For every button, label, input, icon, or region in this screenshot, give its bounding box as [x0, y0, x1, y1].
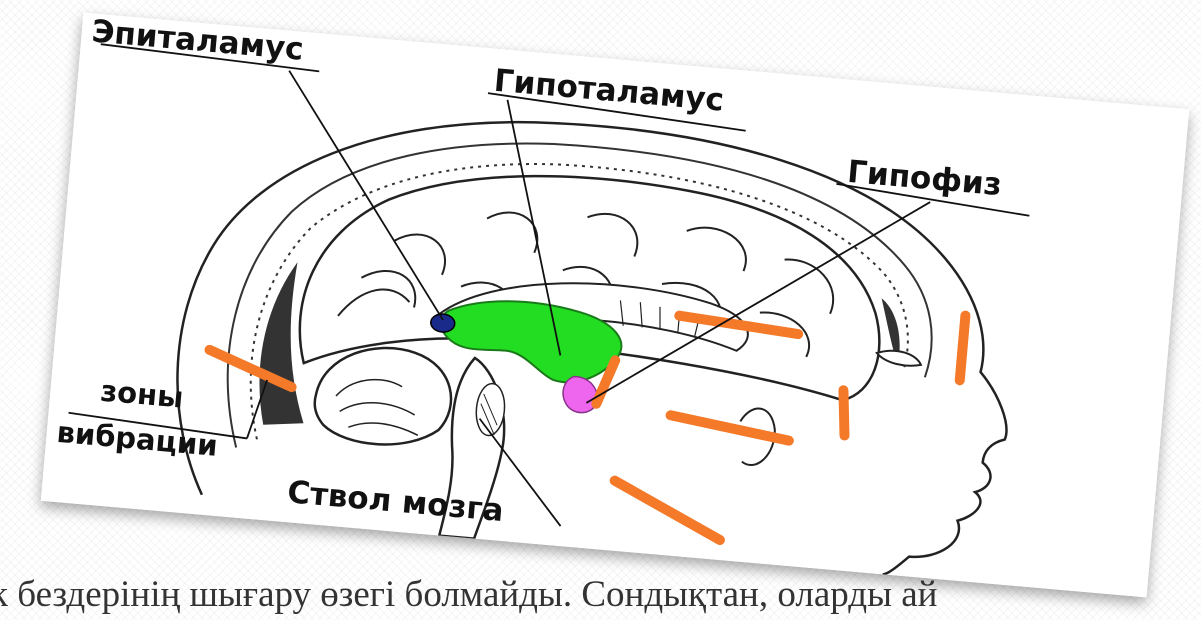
vibration-zone-mark — [960, 316, 966, 381]
brain-diagram: Эпиталамус Гипоталамус Гипофиз зоны вибр… — [41, 13, 1189, 598]
vibration-zone-mark — [840, 390, 849, 435]
label-vibration-zones-line1: зоны — [99, 374, 185, 415]
caption-text: к бездерінің шығару өзегі болмайды. Сонд… — [0, 573, 1201, 616]
diagram-card: Эпиталамус Гипоталамус Гипофиз зоны вибр… — [41, 13, 1189, 598]
